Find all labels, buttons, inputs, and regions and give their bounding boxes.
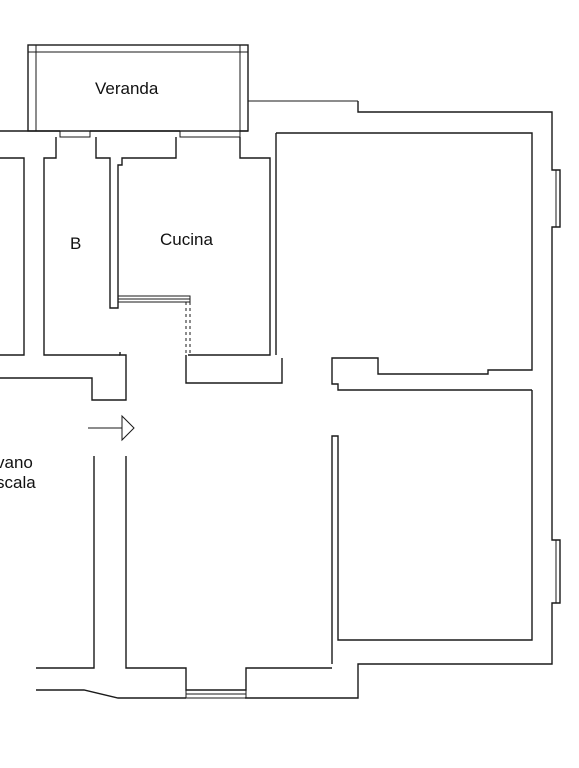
room-label-cucina: Cucina bbox=[160, 230, 213, 249]
entrance-arrow-icon bbox=[88, 414, 135, 442]
room-label-bagno: B bbox=[70, 234, 82, 253]
kitchen-walls bbox=[117, 137, 283, 384]
room-label-scala: scala bbox=[0, 473, 36, 492]
right-lower-room-walls bbox=[331, 390, 533, 664]
left-room-walls bbox=[0, 157, 127, 401]
right-upper-room-walls bbox=[275, 132, 533, 391]
room-label-veranda: Veranda bbox=[95, 79, 159, 98]
south-walls bbox=[36, 456, 332, 699]
room-label-vano: vano bbox=[0, 453, 33, 472]
north-walls bbox=[0, 130, 248, 138]
outer-wall bbox=[245, 101, 561, 699]
veranda-walls bbox=[27, 44, 358, 132]
bathroom-walls bbox=[43, 137, 177, 356]
